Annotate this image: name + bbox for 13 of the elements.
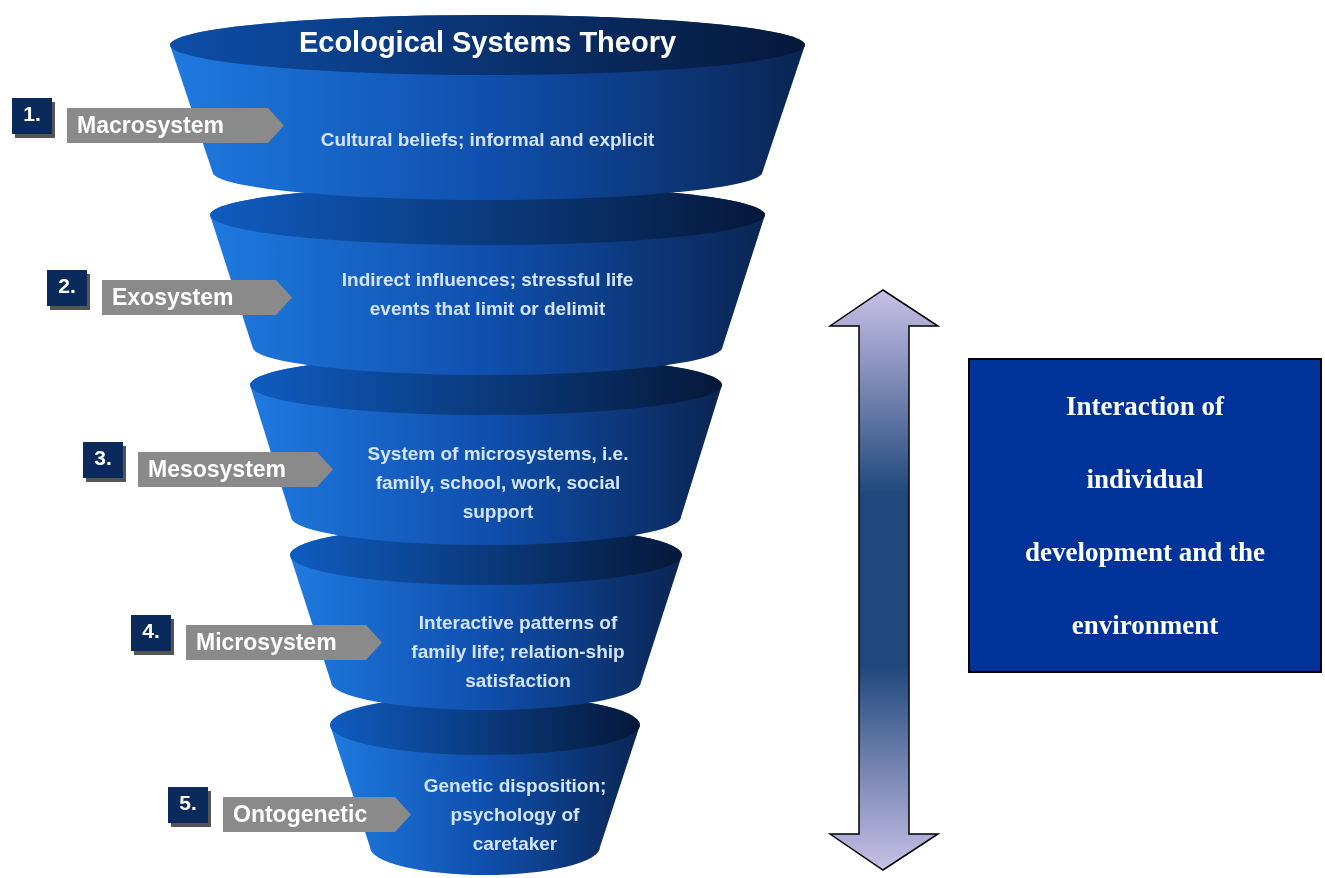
tier-description: System of microsystems, i.e. family, school, work, social support — [366, 442, 630, 524]
text-box — [968, 358, 1322, 673]
tier-description: Cultural beliefs; informal and explicit — [319, 128, 656, 152]
system-label-tag: Microsystem — [186, 625, 382, 660]
system-label-tag: Mesosystem — [138, 452, 333, 487]
system-label-tag: Exosystem — [102, 280, 292, 315]
tier-description: Genetic disposition; psychology of caretaker — [422, 774, 608, 856]
system-label-tag: Macrosystem — [67, 108, 284, 143]
box-text: Interaction of individual development and the environment — [1024, 389, 1266, 642]
tier-description: Interactive patterns of family life; relation-ship satisfaction — [410, 611, 626, 693]
system-label-tag: Ontogenetic — [223, 797, 411, 832]
diagram-title: Ecological Systems Theory — [297, 26, 678, 59]
tier-description: Indirect influences; stressful life events that limit or delimit — [340, 268, 635, 321]
